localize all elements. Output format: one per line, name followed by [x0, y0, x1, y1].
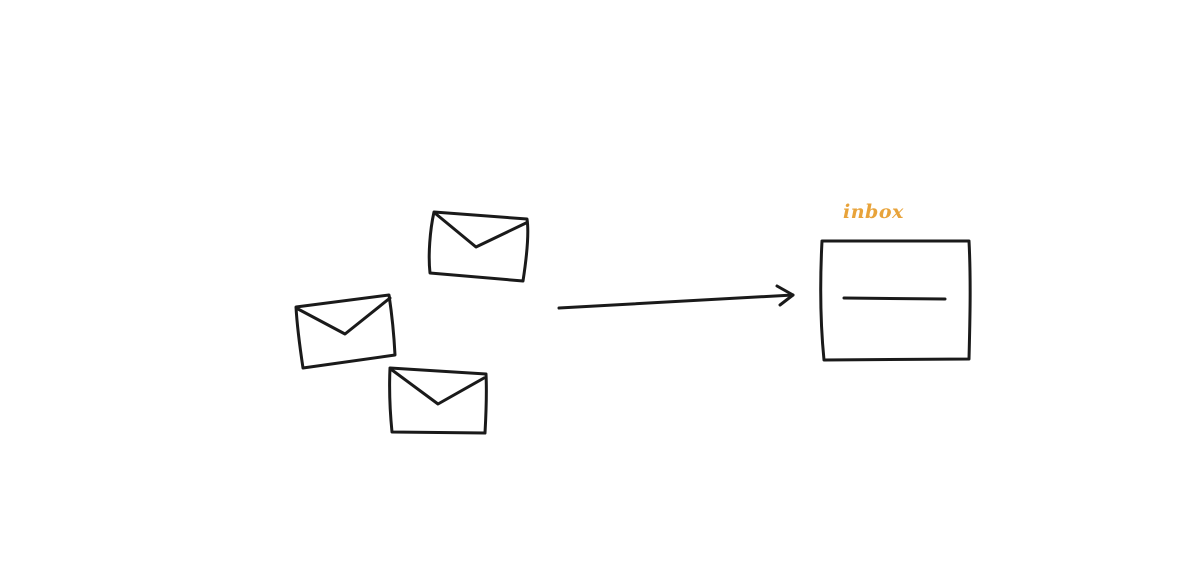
arrow-right-icon: [557, 284, 795, 310]
inbox-label: inbox: [843, 201, 904, 223]
inbox-box: [819, 239, 972, 362]
envelope-icon: [294, 293, 397, 370]
inbox-line: [842, 296, 947, 301]
envelope-icon: [388, 366, 488, 435]
envelope-icon: [427, 210, 530, 283]
